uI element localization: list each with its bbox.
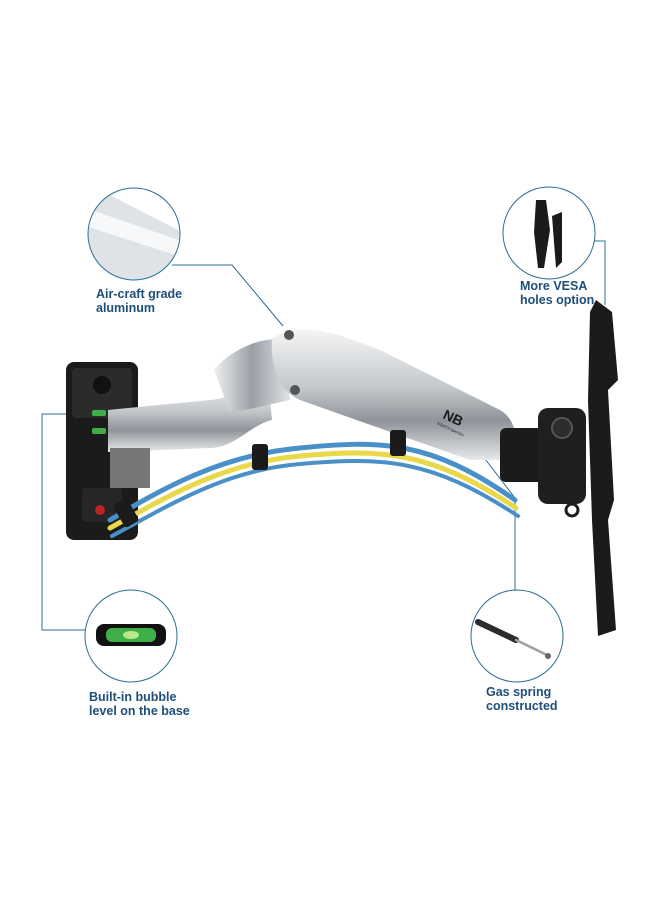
wall-plate [66, 362, 138, 540]
leader-line-vesa [594, 240, 606, 305]
callout-bubble-line2: level on the base [89, 704, 190, 718]
cables [107, 430, 520, 538]
callout-aluminum-label: Air-craft grade aluminum [96, 287, 182, 315]
callout-aluminum-line2: aluminum [96, 301, 156, 315]
callout-gas-line1: Gas spring [486, 685, 552, 699]
callout-gas-label: Gas spring constructed [486, 685, 558, 713]
callout-aluminum-circle [87, 187, 181, 281]
lower-arm [108, 339, 290, 488]
brand-mark: NB [441, 406, 466, 429]
tilt-bracket [500, 408, 586, 518]
callout-vesa-circle [502, 186, 596, 280]
callout-gas-line2: constructed [486, 699, 558, 713]
leader-line-aluminum [172, 264, 284, 327]
callout-bubble-circle [84, 589, 178, 683]
callout-vesa-label: More VESA holes option [520, 279, 594, 307]
callout-gas-circle [470, 589, 564, 683]
callout-vesa-line2: holes option [520, 293, 595, 307]
callout-vesa-line1: More VESA [520, 279, 588, 293]
leader-line-bubble [41, 413, 85, 631]
callout-aluminum-line1: Air-craft grade [96, 287, 183, 301]
vesa-plate [588, 300, 618, 636]
callout-bubble-line1: Built-in bubble [89, 690, 177, 704]
callout-bubble-label: Built-in bubble level on the base [89, 690, 190, 718]
